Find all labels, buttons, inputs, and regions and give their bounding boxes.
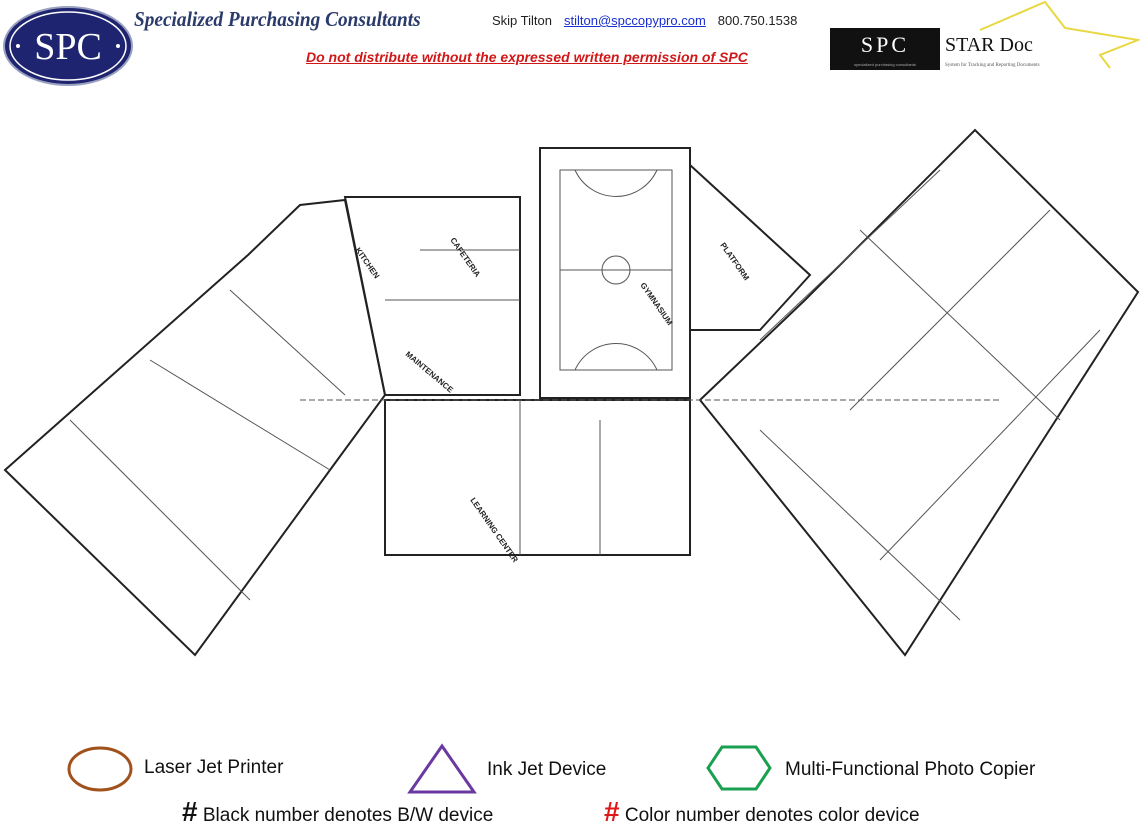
floor-plan: GYMNASIUM PLATFORM CAFETERIA KITCHEN LEA… [3, 128, 1140, 657]
contact-info: Skip Tilton stilton@spccopypro.com 800.7… [492, 13, 797, 28]
platform-block [689, 162, 812, 331]
company-name: Specialized Purchasing Consultants [134, 7, 421, 31]
legend-color: # Color number denotes color device [604, 796, 920, 828]
right-wing [698, 128, 1140, 657]
legend-bw-label: Black number denotes B/W device [202, 805, 494, 826]
room-label: CAFETERIA [448, 236, 482, 279]
legend-inkjet-label: Ink Jet Device [487, 759, 607, 780]
laser-printer-circle-icon [67, 746, 133, 792]
legend-bw: # Black number denotes B/W device [182, 796, 493, 828]
spc-logo: SPC [3, 6, 133, 86]
star-logo-title: STAR Doc [945, 34, 1033, 56]
legend-laser-label: Laser Jet Printer [144, 757, 284, 778]
copier-hexagon-icon [706, 745, 772, 791]
star-logo-spc: SPC [861, 32, 909, 57]
room-label: PLATFORM [718, 241, 751, 282]
contact-phone: 800.750.1538 [717, 13, 798, 28]
contact-name: Skip Tilton [492, 13, 552, 28]
star-logo-subtitle: System for Tracking and Reporting Docume… [945, 63, 1040, 68]
gym-block [539, 147, 691, 399]
room-label: GYMNASIUM [638, 281, 674, 327]
left-wing [3, 198, 387, 657]
black-hash-icon: # [182, 796, 198, 827]
legend-color-label: Color number denotes color device [624, 805, 920, 826]
room-label: MAINTENANCE [404, 350, 456, 395]
star-doc-logo: SPC specialized purchasing consultants S… [830, 0, 1140, 70]
star-logo-tagline: specialized purchasing consultants [854, 62, 916, 67]
distribution-warning: Do not distribute without the expressed … [306, 49, 748, 65]
cafeteria-block [343, 196, 521, 396]
south-block [384, 399, 691, 556]
ink-jet-triangle-icon [407, 743, 477, 794]
logo-text: SPC [34, 26, 102, 68]
legend-mfp-label: Multi-Functional Photo Copier [785, 759, 1036, 780]
contact-email-link[interactable]: stilton@spccopypro.com [563, 13, 706, 28]
red-hash-icon: # [604, 796, 620, 827]
